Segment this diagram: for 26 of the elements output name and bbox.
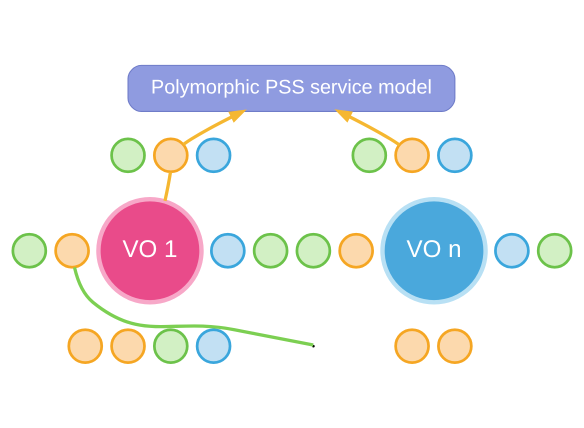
node-circle: VO n xyxy=(380,197,488,304)
node-circle xyxy=(338,232,374,269)
node-circle xyxy=(296,232,332,269)
node-circle xyxy=(437,328,473,364)
node-circle xyxy=(196,328,232,364)
node-circle xyxy=(110,328,146,364)
node-circle xyxy=(394,328,430,364)
node-circle xyxy=(536,232,572,269)
node-box: Polymorphic PSS service model xyxy=(127,64,456,112)
node-circle xyxy=(210,232,246,269)
node-circle xyxy=(54,232,90,269)
node-circle xyxy=(110,138,146,174)
node-circle xyxy=(437,138,473,174)
connector xyxy=(163,172,172,202)
arrow xyxy=(334,109,400,146)
node-circle xyxy=(152,138,189,174)
node-circle xyxy=(67,328,104,364)
node-circle xyxy=(196,138,232,174)
node-circle xyxy=(394,138,430,174)
node-circle xyxy=(352,138,388,174)
node-circle xyxy=(152,328,189,364)
arrow xyxy=(182,110,247,146)
node-circle: VO 1 xyxy=(96,197,204,304)
node-circle xyxy=(12,232,48,269)
node-circle xyxy=(494,232,530,269)
node-circle xyxy=(252,232,288,269)
